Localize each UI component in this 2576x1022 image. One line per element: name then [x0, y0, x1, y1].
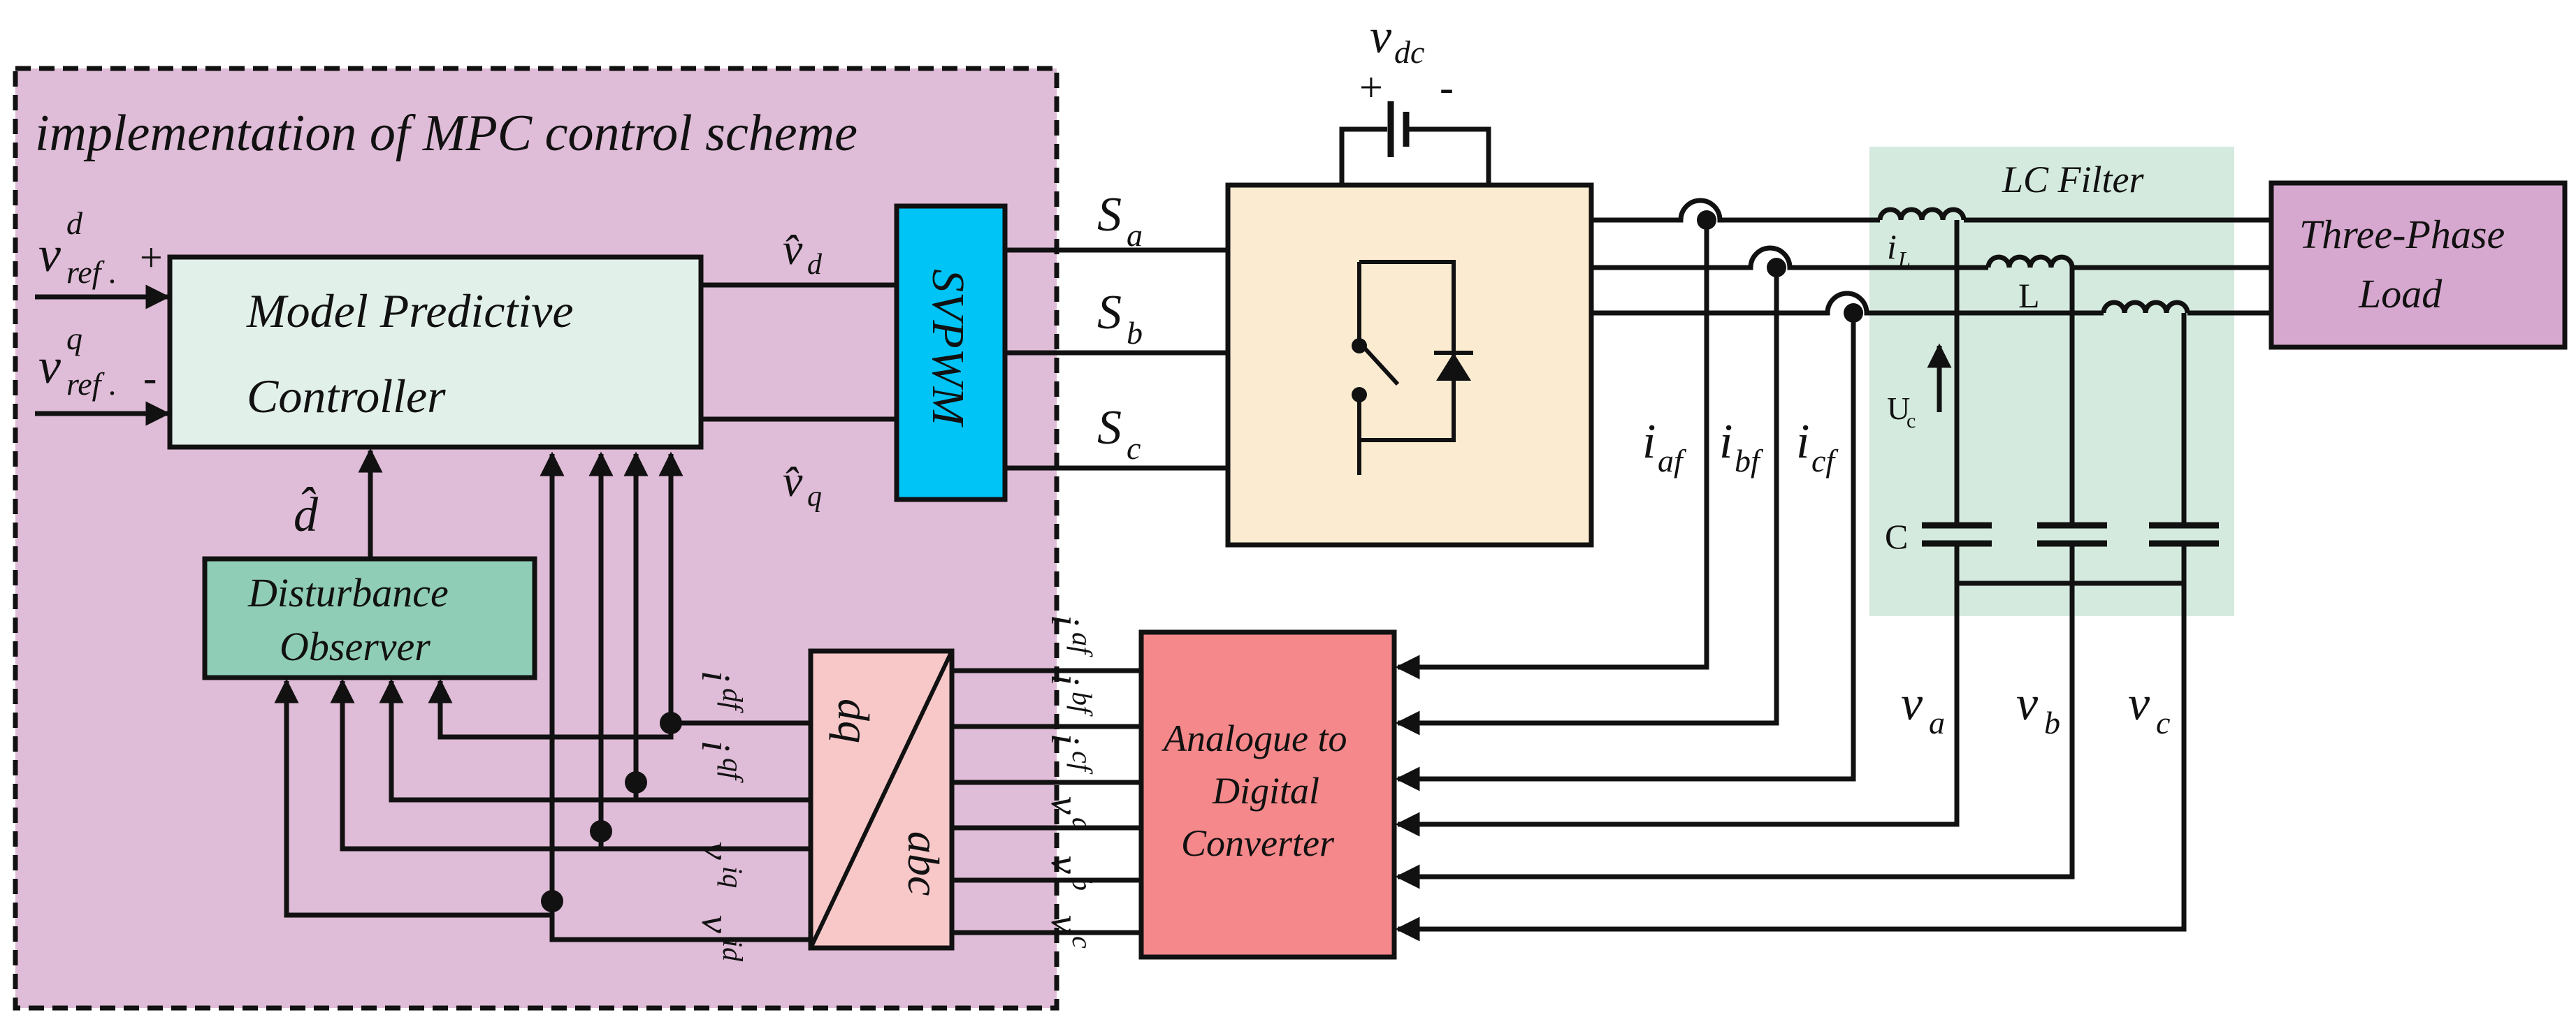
- adc-va-label-sub: a: [1066, 817, 1098, 831]
- vref-d-input: v d ref . +: [35, 205, 171, 309]
- d-hat-label: d̂: [294, 487, 319, 542]
- sb-label: S: [1097, 286, 1122, 340]
- adc-ibf-label-sub: bf: [1066, 692, 1098, 717]
- load-label-line2: Load: [2358, 271, 2443, 316]
- vb-label: v: [2016, 677, 2039, 731]
- il-label-sub: L: [1897, 247, 1911, 272]
- adc-block: [1138, 629, 1397, 960]
- adc-iaf-label-sub: af: [1066, 632, 1098, 657]
- phase-lines: [1591, 198, 2271, 316]
- idf-label: i: [693, 671, 739, 682]
- vd-hat: v̂: [783, 224, 803, 274]
- va-label-sub: a: [1929, 705, 1945, 740]
- dc-source: [1339, 101, 1491, 185]
- adc-label-line1: Analogue to: [1162, 717, 1347, 759]
- vdc-label-sub: dc: [1394, 34, 1424, 70]
- capacitor-label: C: [1885, 517, 1908, 556]
- vc-label-sub: c: [2156, 705, 2170, 740]
- iqf-label-sub: qf: [717, 758, 748, 783]
- transform-outputs: [274, 451, 811, 942]
- vid-label: v: [693, 915, 739, 933]
- iaf-label: i: [1642, 415, 1656, 469]
- lc-filter-panel: [1869, 147, 2234, 616]
- sc-label: S: [1097, 401, 1122, 455]
- disturbance-observer-block: [202, 556, 537, 680]
- vref-q-base: v: [38, 338, 61, 394]
- transform-dq-label: dq: [829, 699, 878, 743]
- adc-label-line3: Converter: [1181, 822, 1335, 864]
- viq-label: v: [693, 842, 739, 860]
- adc-label-line2: Digital: [1212, 770, 1319, 812]
- mpc-label-line1: Model Predictive: [246, 284, 574, 337]
- vref-d-sign: +: [140, 235, 163, 280]
- region-title: implementation of MPC control scheme: [35, 105, 858, 162]
- iaf-label-sub: af: [1658, 443, 1687, 479]
- mpc-block: [167, 254, 704, 450]
- adc-vb-label-sub: b: [1066, 877, 1098, 891]
- idf-label-sub: df: [717, 688, 748, 713]
- viq-label-sub: iq: [717, 866, 748, 888]
- icf-label: i: [1796, 415, 1809, 469]
- sb-label-sub: b: [1127, 315, 1143, 351]
- adc-vc-label: v: [1043, 915, 1088, 933]
- vref-d-sub: ref .: [66, 254, 117, 290]
- vq-hat: v̂: [783, 456, 803, 506]
- dc-plus: +: [1359, 64, 1383, 110]
- vref-q-sup: q: [66, 321, 82, 356]
- uc-label-sub: c: [1906, 409, 1916, 432]
- iqf-label: i: [693, 740, 739, 752]
- il-label: i: [1887, 227, 1897, 266]
- capacitors: [1922, 220, 2219, 586]
- vb-label-sub: b: [2044, 705, 2060, 740]
- adc-va-label: v: [1043, 796, 1088, 815]
- three-phase-load-block: [2269, 180, 2568, 350]
- vref-d-base: v: [38, 226, 61, 282]
- observer-label-line1: Disturbance: [247, 570, 449, 615]
- adc-vc-label-sub: c: [1066, 936, 1098, 949]
- vdc-label: v: [1370, 10, 1392, 64]
- ibf-label: i: [1719, 415, 1732, 469]
- vid-label-sub: id: [717, 940, 748, 962]
- inverter-block: [1225, 182, 1594, 548]
- uc-label: U: [1887, 390, 1910, 426]
- observer-label-line2: Observer: [280, 624, 430, 669]
- vref-d-sup: d: [66, 205, 83, 241]
- current-sense-wires: [1395, 210, 1863, 791]
- voltage-sense-wires: [1395, 583, 2187, 942]
- adc-iaf-label: i: [1043, 615, 1088, 626]
- dc-minus: -: [1440, 64, 1454, 110]
- sa-label-sub: a: [1127, 217, 1143, 253]
- adc-to-transform-wires: [952, 668, 1141, 935]
- switch-icon: [1352, 260, 1473, 475]
- ibf-label-sub: bf: [1735, 443, 1764, 479]
- svpwm-label: SVPWM: [922, 269, 974, 428]
- transform-abc-label: abc: [899, 831, 948, 896]
- icf-label-sub: cf: [1811, 443, 1839, 479]
- adc-vb-label: v: [1043, 856, 1088, 874]
- adc-ibf-label: i: [1043, 674, 1088, 685]
- vd-hat-sub: d: [807, 249, 823, 281]
- vref-q-sub: ref .: [66, 366, 117, 402]
- vc-label: v: [2128, 677, 2150, 731]
- va-label: v: [1901, 677, 1923, 731]
- vref-q-sign: -: [143, 355, 157, 400]
- inductor-label: L: [2018, 276, 2040, 315]
- vq-hat-sub: q: [807, 481, 822, 513]
- adc-icf-label-sub: cf: [1066, 751, 1098, 775]
- adc-icf-label: i: [1043, 733, 1088, 745]
- svpwm-block: [894, 203, 1008, 502]
- switching-signal-wires: [1005, 247, 1228, 471]
- transform-diagonal: [809, 650, 954, 949]
- sa-label: S: [1097, 188, 1122, 242]
- mpc-label-line2: Controller: [247, 370, 446, 423]
- vref-q-input: v q ref . -: [35, 321, 171, 426]
- lc-filter-label: LC Filter: [2002, 159, 2145, 200]
- load-label-line1: Three-Phase: [2299, 212, 2505, 257]
- sc-label-sub: c: [1127, 430, 1141, 466]
